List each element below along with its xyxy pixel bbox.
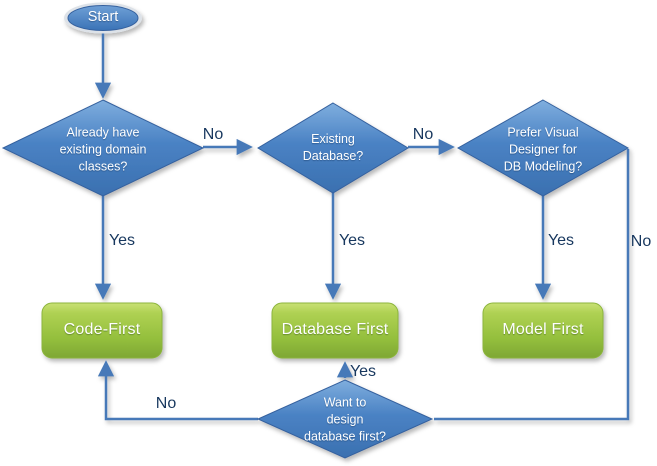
- decision-design-db-first: [256, 379, 434, 459]
- decision-domain-classes: [1, 99, 205, 197]
- connector-visual-designer-no: [434, 149, 630, 421]
- result-database-first: [271, 302, 399, 359]
- start-node: [67, 5, 139, 31]
- connector-design-db-first-no: [97, 360, 258, 421]
- decision-visual-designer: [456, 99, 630, 197]
- decision-existing-database: [257, 102, 409, 194]
- result-model-first: [482, 302, 604, 359]
- result-code-first: [41, 302, 163, 359]
